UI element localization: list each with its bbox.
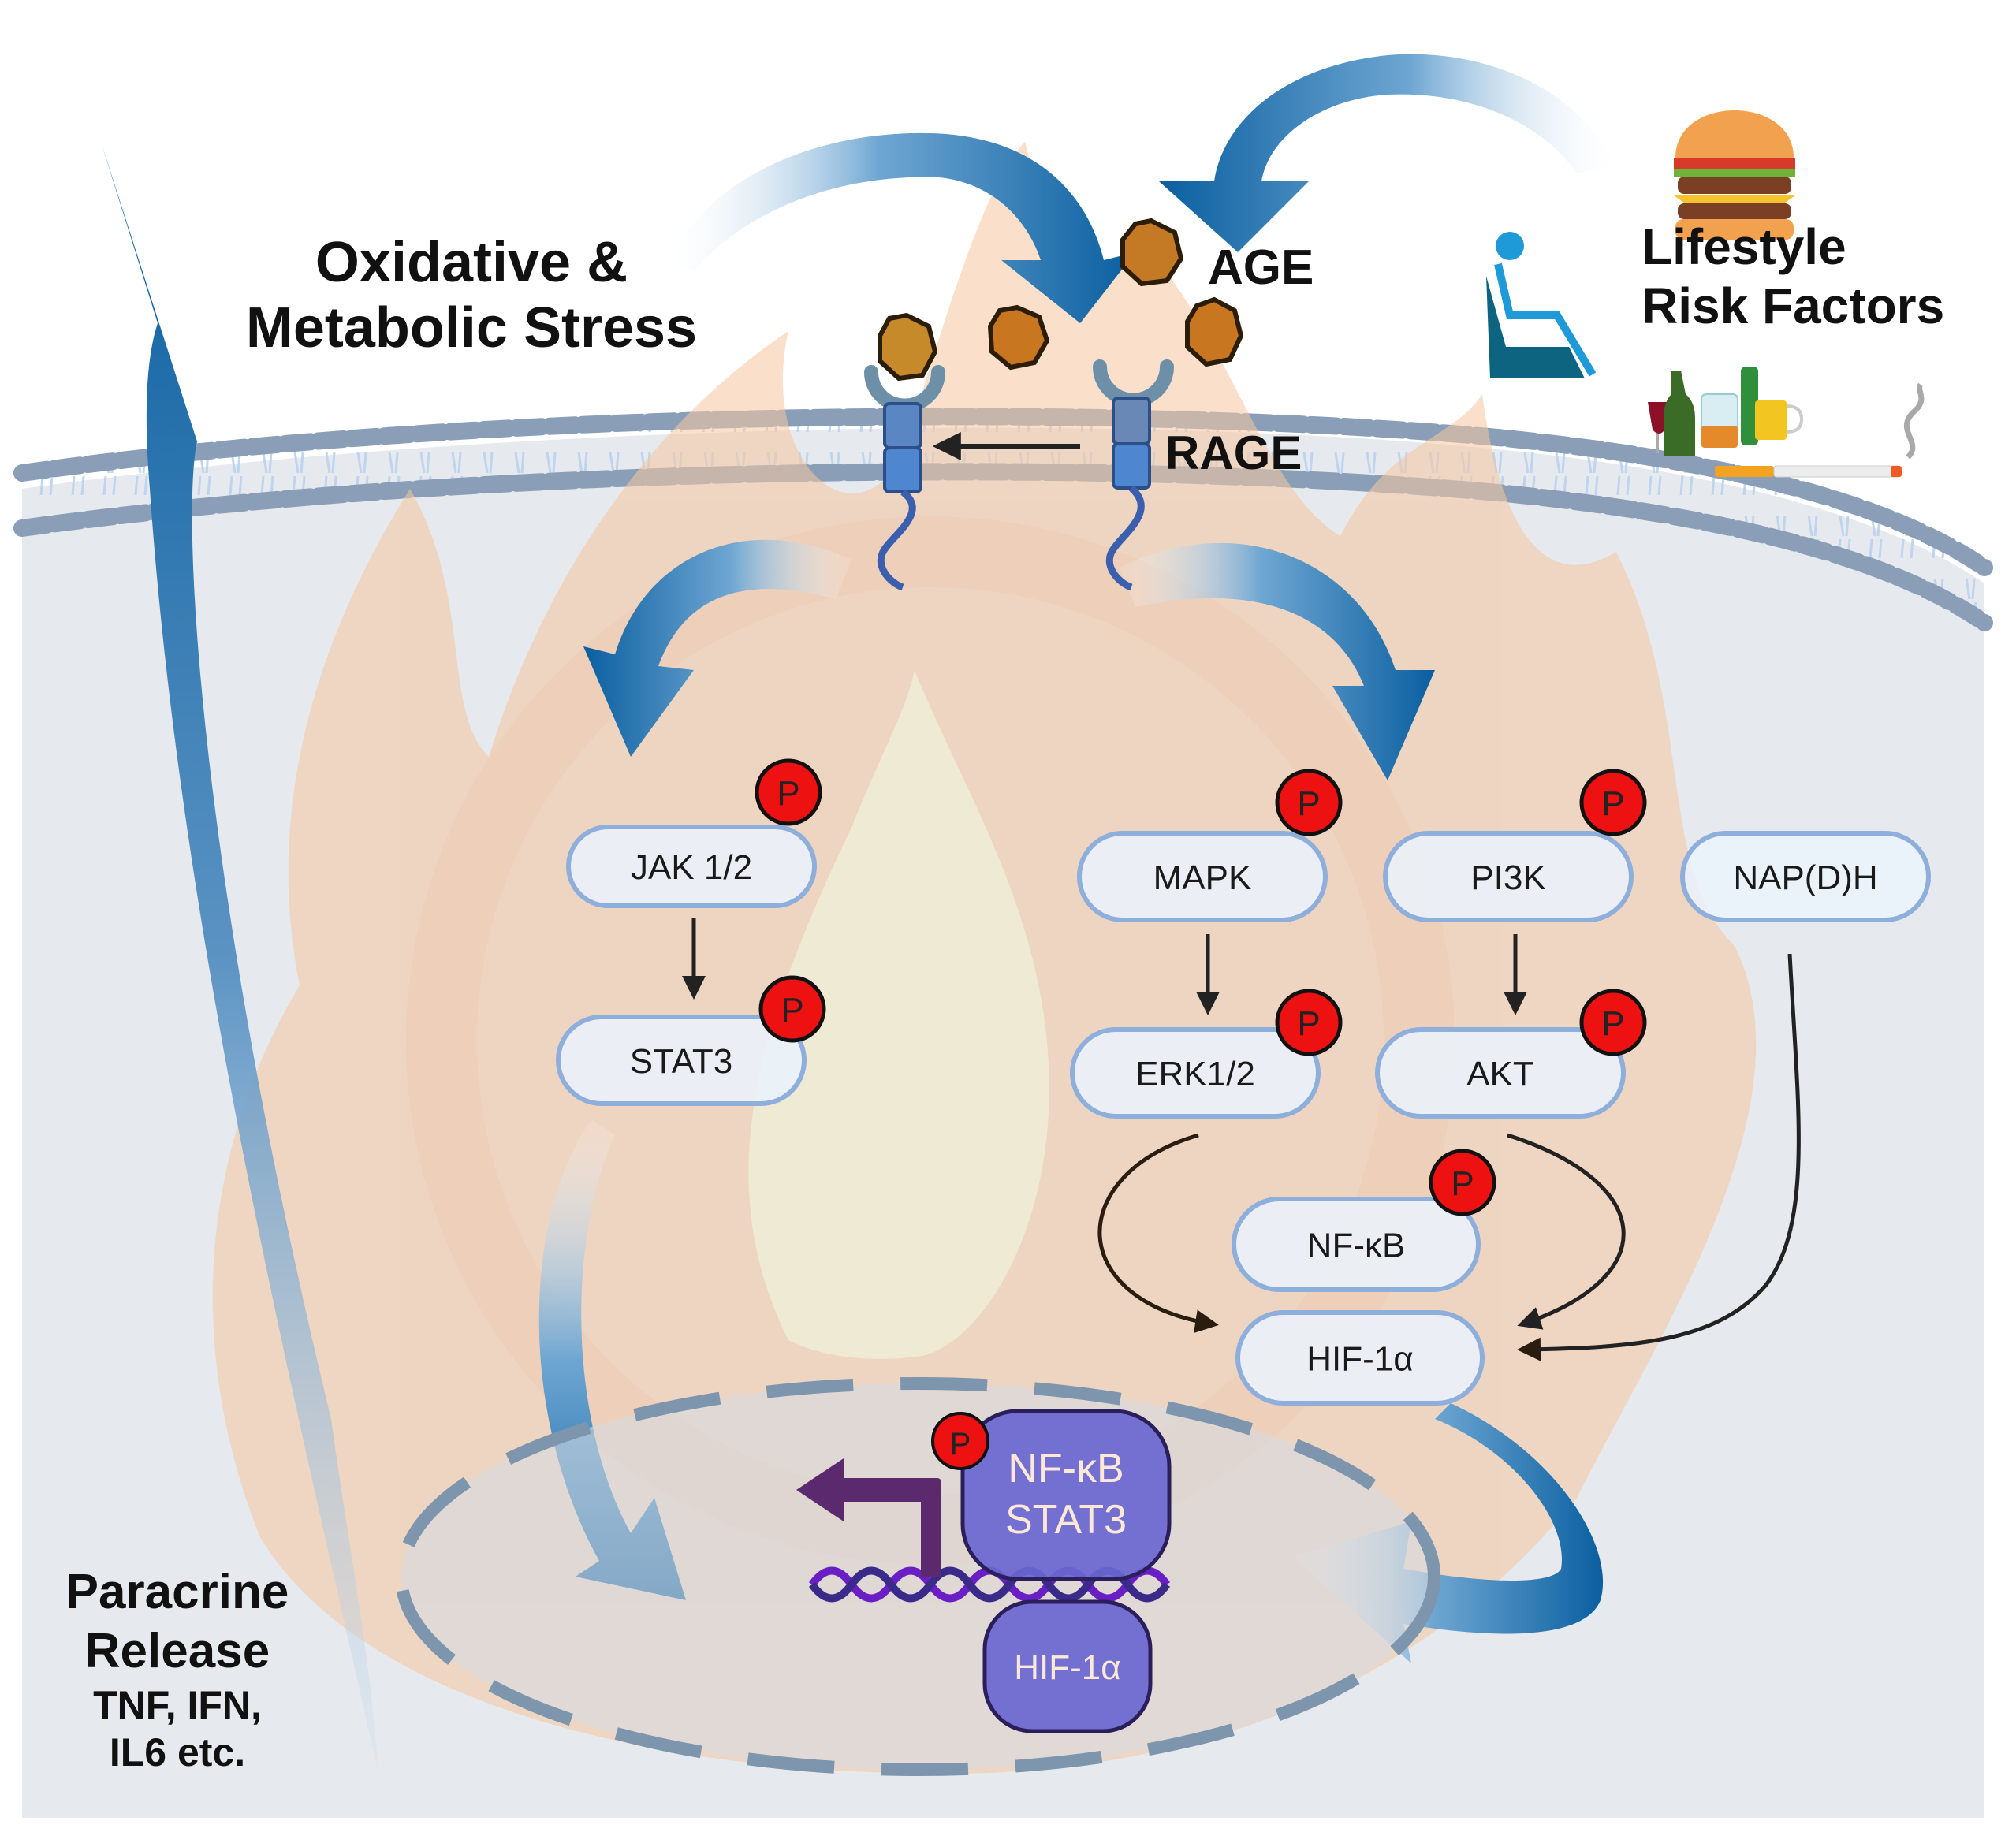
node-nfkb-box — [1232, 1197, 1481, 1292]
node-nfkb: NF-κB P — [1232, 1149, 1496, 1292]
phospho-badge: P — [1579, 989, 1647, 1056]
lifestyle-title-line2: Risk Factors — [1641, 277, 1944, 334]
phospho-badge: P — [755, 758, 822, 826]
complex-label-hif: HIF-1α — [1014, 1648, 1120, 1687]
age-molecule — [987, 304, 1050, 371]
alcohol-icon — [1648, 367, 1804, 456]
svg-text:P: P — [1451, 1164, 1474, 1203]
burger-icon — [1674, 110, 1795, 240]
age-molecule — [1185, 296, 1244, 367]
complex-label-nfkb: NF-κB — [1008, 1446, 1124, 1491]
paracrine-title-line1: Paracrine — [66, 1565, 289, 1619]
phospho-badge: P — [758, 975, 826, 1043]
rage-label: RAGE — [1165, 426, 1302, 479]
svg-text:P: P — [777, 774, 799, 813]
complex-label-stat3: STAT3 — [1005, 1497, 1127, 1543]
svg-text:P: P — [950, 1427, 971, 1462]
node-erk-box — [1070, 1027, 1321, 1119]
transcription-start-arrow — [796, 1458, 941, 1577]
phospho-badge: P — [1579, 769, 1647, 836]
nfkb-stat3-complex — [960, 1409, 1172, 1581]
node-erk-label: ERK1/2 — [1135, 1055, 1255, 1093]
node-nfkb-label: NF-κB — [1307, 1227, 1406, 1265]
svg-text:P: P — [1297, 1004, 1320, 1043]
phospho-badge: P — [1429, 1149, 1496, 1216]
node-pi3k-box — [1383, 831, 1634, 922]
sedentary-person-icon — [1486, 232, 1597, 378]
node-stat3-box — [556, 1015, 807, 1106]
node-akt: AKT P — [1375, 989, 1647, 1119]
paracrine-cytokines-line1: TNF, IFN, — [93, 1683, 262, 1727]
node-napdh-label: NAP(D)H — [1733, 858, 1877, 897]
node-pi3k-label: PI3K — [1470, 858, 1545, 897]
akt-to-nfkb-arrow — [1507, 1133, 1626, 1330]
node-stat3-label: STAT3 — [630, 1042, 732, 1081]
rage-receptor-bound — [864, 365, 945, 591]
node-jak: JAK 1/2 P — [566, 758, 822, 908]
node-hif-box — [1235, 1310, 1485, 1406]
paracrine-title-line2: Release — [85, 1624, 270, 1678]
node-erk: ERK1/2 P — [1070, 989, 1343, 1119]
rage-receptor-unbound — [1093, 359, 1174, 591]
age-molecules — [878, 218, 1244, 382]
lifestyle-to-age-arrow — [1159, 54, 1616, 252]
napdh-to-hif-arrow — [1517, 953, 1801, 1361]
node-mapk: MAPK P — [1077, 769, 1343, 922]
node-pi3k: PI3K P — [1383, 769, 1647, 922]
node-jak-label: JAK 1/2 — [631, 848, 752, 887]
stress-title-line2: Metabolic Stress — [246, 296, 697, 359]
svg-text:P: P — [781, 991, 803, 1030]
node-hif: HIF-1α — [1235, 1310, 1485, 1406]
cigarette-icon — [1715, 382, 1925, 478]
paracrine-cytokines-line2: IL6 etc. — [110, 1730, 245, 1774]
node-akt-label: AKT — [1466, 1055, 1534, 1093]
node-napdh-box — [1680, 831, 1931, 922]
phospho-badge: P — [1275, 989, 1343, 1056]
node-napdh: NAP(D)H — [1680, 831, 1931, 922]
node-akt-box — [1375, 1027, 1626, 1119]
node-stat3: STAT3 P — [556, 975, 826, 1106]
phospho-badge: P — [1275, 769, 1343, 836]
lifestyle-title-line1: Lifestyle — [1641, 218, 1846, 275]
paracrine-arrow — [101, 142, 378, 1774]
hif-complex — [982, 1599, 1153, 1733]
stress-title-line1: Oxidative & — [315, 231, 628, 294]
node-mapk-label: MAPK — [1153, 858, 1252, 897]
rage-to-mapk-arrow — [1120, 542, 1435, 780]
node-mapk-box — [1077, 831, 1328, 922]
svg-text:P: P — [1601, 1004, 1624, 1043]
age-molecule — [1120, 218, 1184, 287]
svg-text:P: P — [1601, 784, 1624, 823]
svg-text:P: P — [1297, 784, 1320, 823]
node-jak-box — [566, 825, 817, 908]
node-hif-label: HIF-1α — [1306, 1340, 1413, 1379]
erk-to-nfkb-arrow — [1097, 1133, 1219, 1334]
rage-to-jak-arrow — [583, 539, 851, 757]
age-molecule — [878, 312, 938, 382]
phospho-badge-nucleus: P — [931, 1412, 989, 1470]
age-label: AGE — [1208, 240, 1314, 295]
stress-to-age-arrow — [670, 132, 1135, 323]
